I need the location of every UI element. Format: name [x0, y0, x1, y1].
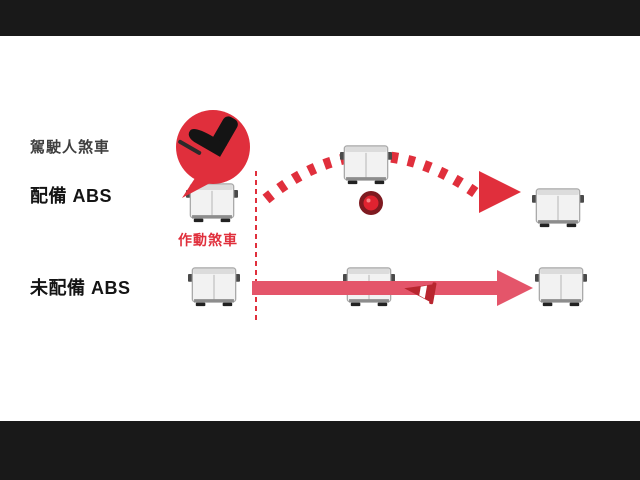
crashed-cone-icon: [404, 282, 437, 305]
driver-brake-label: 駕駛人煞車: [30, 139, 111, 156]
obstacle-icon: [359, 191, 383, 215]
truck-abs-swerve-icon: [340, 145, 392, 185]
brake-pedal-icon: [176, 110, 250, 198]
truck-noabs-start-icon: [188, 267, 240, 307]
truck-noabs-end-icon: [535, 267, 587, 307]
without-abs-label: 未配備 ABS: [30, 278, 131, 298]
top-letterbox-bar: [0, 0, 640, 36]
truck-abs-end-icon: [532, 188, 584, 228]
with-abs-label: 配備 ABS: [30, 186, 113, 206]
brake-action-label: 作動煞車: [178, 232, 238, 248]
foot-icon: [178, 116, 238, 157]
bottom-letterbox-bar: [0, 421, 640, 480]
abs-swerve-arrowhead-icon: [479, 171, 521, 213]
